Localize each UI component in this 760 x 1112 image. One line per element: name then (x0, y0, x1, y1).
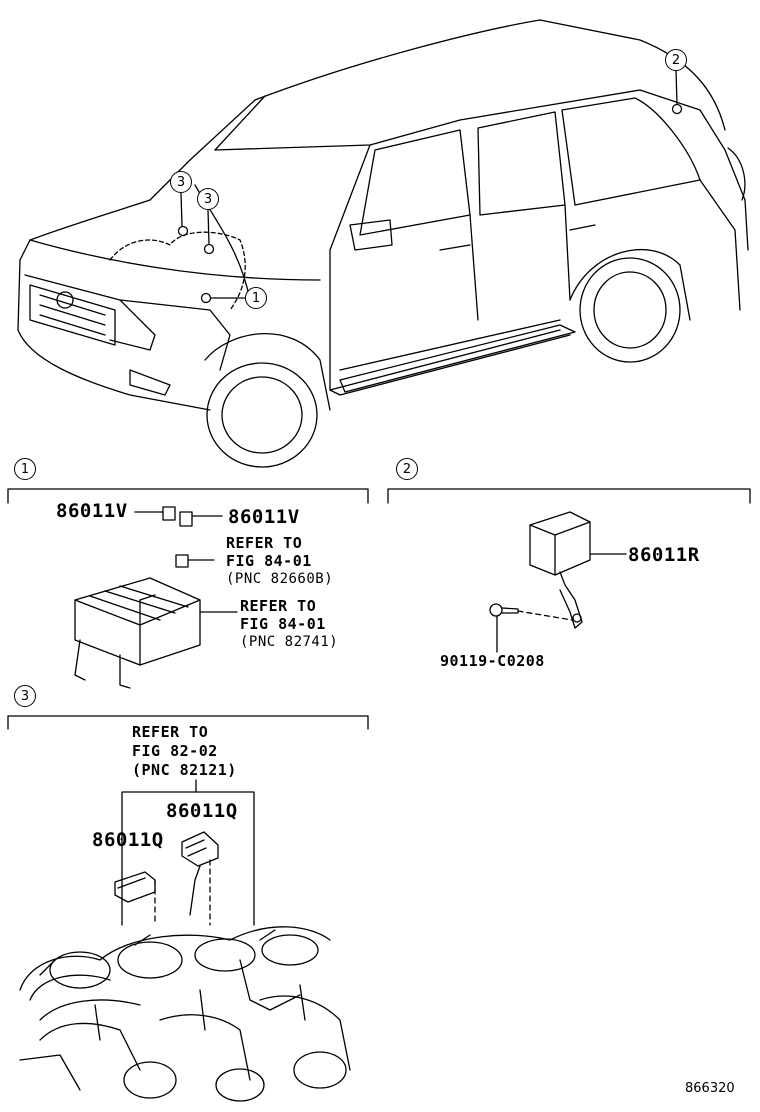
section1-artwork (74, 506, 238, 689)
callout-vehicle-1: 1 (245, 287, 267, 309)
refer-b-line3: (PNC 82741) (240, 634, 339, 650)
refer-a-line3: (PNC 82660B) (226, 571, 334, 587)
callout-vehicle-2: 2 (665, 49, 687, 71)
callout-section-1: 1 (14, 458, 36, 480)
section2-artwork (489, 511, 627, 653)
refer-c-line1: REFER TO (132, 723, 209, 741)
callout-section-3: 3 (14, 685, 36, 707)
callout-section-2: 2 (396, 458, 418, 480)
vehicle-illustration (17, 19, 749, 468)
refer-a-line1: REFER TO (226, 534, 303, 552)
section3-artwork (19, 779, 351, 1102)
part-number-86011q-lower: 86011Q (92, 829, 164, 851)
part-number-86011v-left: 86011V (56, 500, 128, 522)
refer-c-line2: FIG 82-02 (132, 742, 218, 760)
figure-number: 866320 (685, 1081, 735, 1096)
part-number-86011r: 86011R (628, 544, 700, 566)
refer-c-line3: (PNC 82121) (132, 761, 237, 779)
refer-b-line1: REFER TO (240, 597, 317, 615)
part-number-86011q-upper: 86011Q (166, 800, 238, 822)
callout-vehicle-3a: 3 (170, 171, 192, 193)
callout-vehicle-3b: 3 (197, 188, 219, 210)
section-frames (7, 488, 751, 730)
refer-a-line2: FIG 84-01 (226, 552, 312, 570)
part-number-90119-c0208: 90119-C0208 (440, 652, 545, 670)
part-number-86011v-right: 86011V (228, 506, 300, 528)
refer-b-line2: FIG 84-01 (240, 615, 326, 633)
